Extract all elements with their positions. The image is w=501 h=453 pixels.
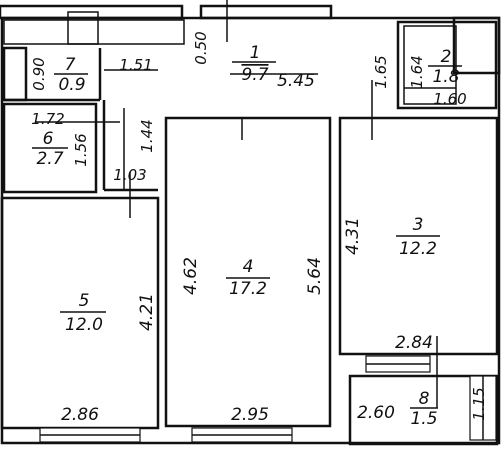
room-6-id: 6 [43,129,54,149]
dim-260: 2.60 [357,403,395,423]
room-8-area: 1.5 [410,409,437,429]
dim-156: 1.56 [72,133,90,166]
room-5-id: 5 [79,291,90,311]
dim-284: 2.84 [395,333,433,353]
top-right-block [452,16,501,75]
room-3-wall [338,116,499,356]
shelf-block [3,19,185,45]
dim-103: 1.03 [113,166,146,184]
room-labels: 1 9.7 2 1.8 3 12.2 4 17.2 5 12.0 6 2.7 7… [32,43,462,429]
room-7-area: 0.9 [58,75,85,95]
dimension-lines [36,0,456,408]
room-7-id: 7 [65,55,76,75]
room-2-id: 2 [441,47,452,67]
dim-144: 1.44 [138,119,156,152]
windows [39,355,497,443]
dim-151: 1.51 [119,56,152,74]
dim-462: 4.62 [181,257,201,295]
room-3-id: 3 [413,215,424,235]
dim-431: 4.31 [343,217,363,255]
interior-walls [0,20,499,446]
room-6-area: 2.7 [36,149,63,169]
dim-115: 1.15 [470,387,488,420]
room-8-wall [348,374,499,446]
room-4-wall [164,116,332,428]
room-2-wall [396,20,498,110]
room-4-id: 4 [243,257,254,277]
dim-050: 0.50 [192,31,210,64]
dim-160: 1.60 [433,90,466,108]
room-1-area: 9.7 [241,65,268,85]
dim-165: 1.65 [372,55,390,88]
vent-block [67,11,99,45]
dim-564: 5.64 [305,257,325,295]
dim-286: 2.86 [61,405,99,425]
top-wall-center [199,4,333,20]
room-5-area: 12.0 [65,315,103,335]
room-5-wall [0,196,160,430]
room-3-area: 12.2 [399,239,437,259]
dim-421: 4.21 [137,293,157,331]
dim-172: 1.72 [31,110,64,128]
room-7-wall [2,46,28,102]
room-4-area: 17.2 [229,279,267,299]
dim-164: 1.64 [408,55,426,88]
top-left-storage [3,11,185,45]
top-wall-left [0,4,184,20]
dimension-labels: 0.50 5.45 1.65 1.64 1.60 1.51 0.90 1.72 … [30,31,488,425]
room-8-id: 8 [419,389,430,409]
dim-090: 0.90 [30,57,48,90]
room-2-inner [403,25,457,105]
dim-545: 5.45 [277,71,315,91]
room-1-id: 1 [250,43,261,63]
dim-295: 2.95 [231,405,269,425]
room-2-area: 1.8 [432,67,459,87]
room-6-wall [2,102,98,194]
